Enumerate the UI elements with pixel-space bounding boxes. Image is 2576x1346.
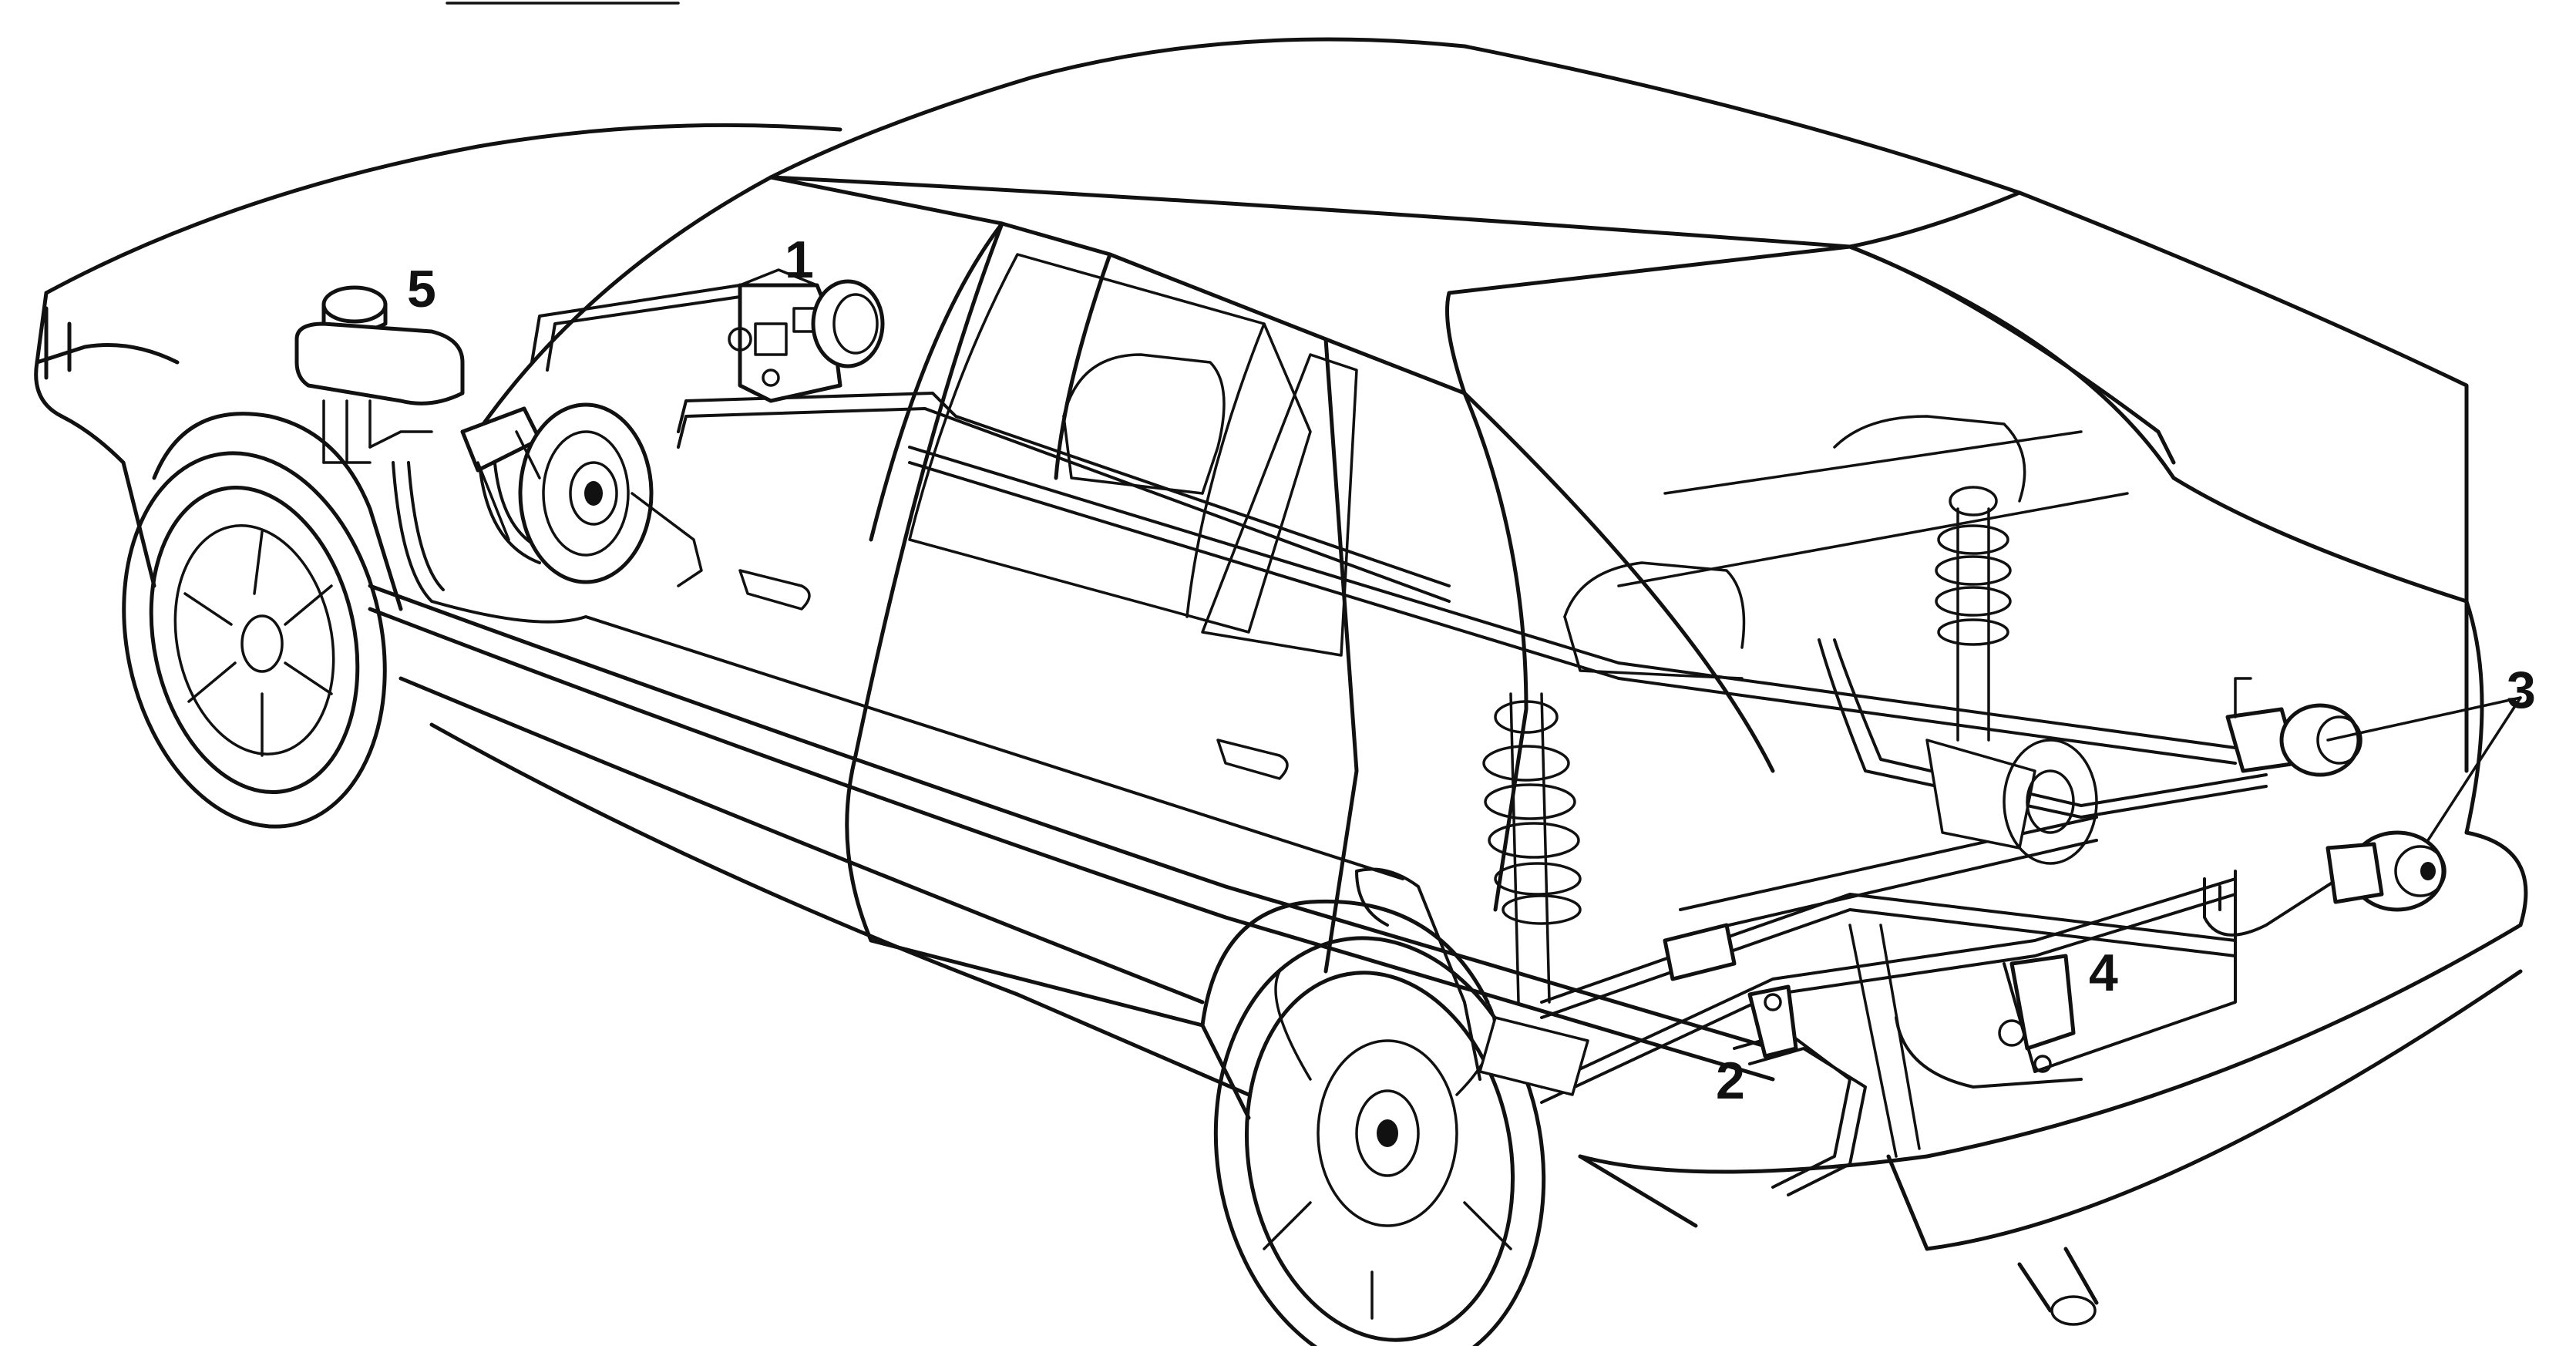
callout-4: 4 — [2089, 944, 2118, 1002]
abs-modulator — [728, 268, 885, 403]
seats — [1062, 353, 2129, 680]
front-wheel-sensor — [1663, 923, 1798, 1058]
rear-wheel-sensors — [2225, 677, 2447, 912]
pressure-regulator — [1998, 954, 2076, 1073]
front-suspension-strut — [1478, 692, 1589, 1096]
brake-pipes — [392, 284, 2376, 1196]
callout-3: 3 — [2507, 661, 2536, 719]
car-body — [34, 2, 2528, 1326]
callout-labels: 1 2 3 4 5 — [407, 231, 2536, 1110]
front-wheel — [122, 451, 387, 829]
callout-5: 5 — [407, 260, 436, 318]
callout-leaders — [2326, 696, 2522, 842]
callout-2: 2 — [1716, 1052, 1745, 1110]
brake-fluid-reservoir — [294, 285, 465, 464]
callout-1: 1 — [785, 231, 814, 289]
rear-suspension-strut — [1925, 486, 2098, 865]
master-cylinder-booster — [460, 402, 703, 587]
